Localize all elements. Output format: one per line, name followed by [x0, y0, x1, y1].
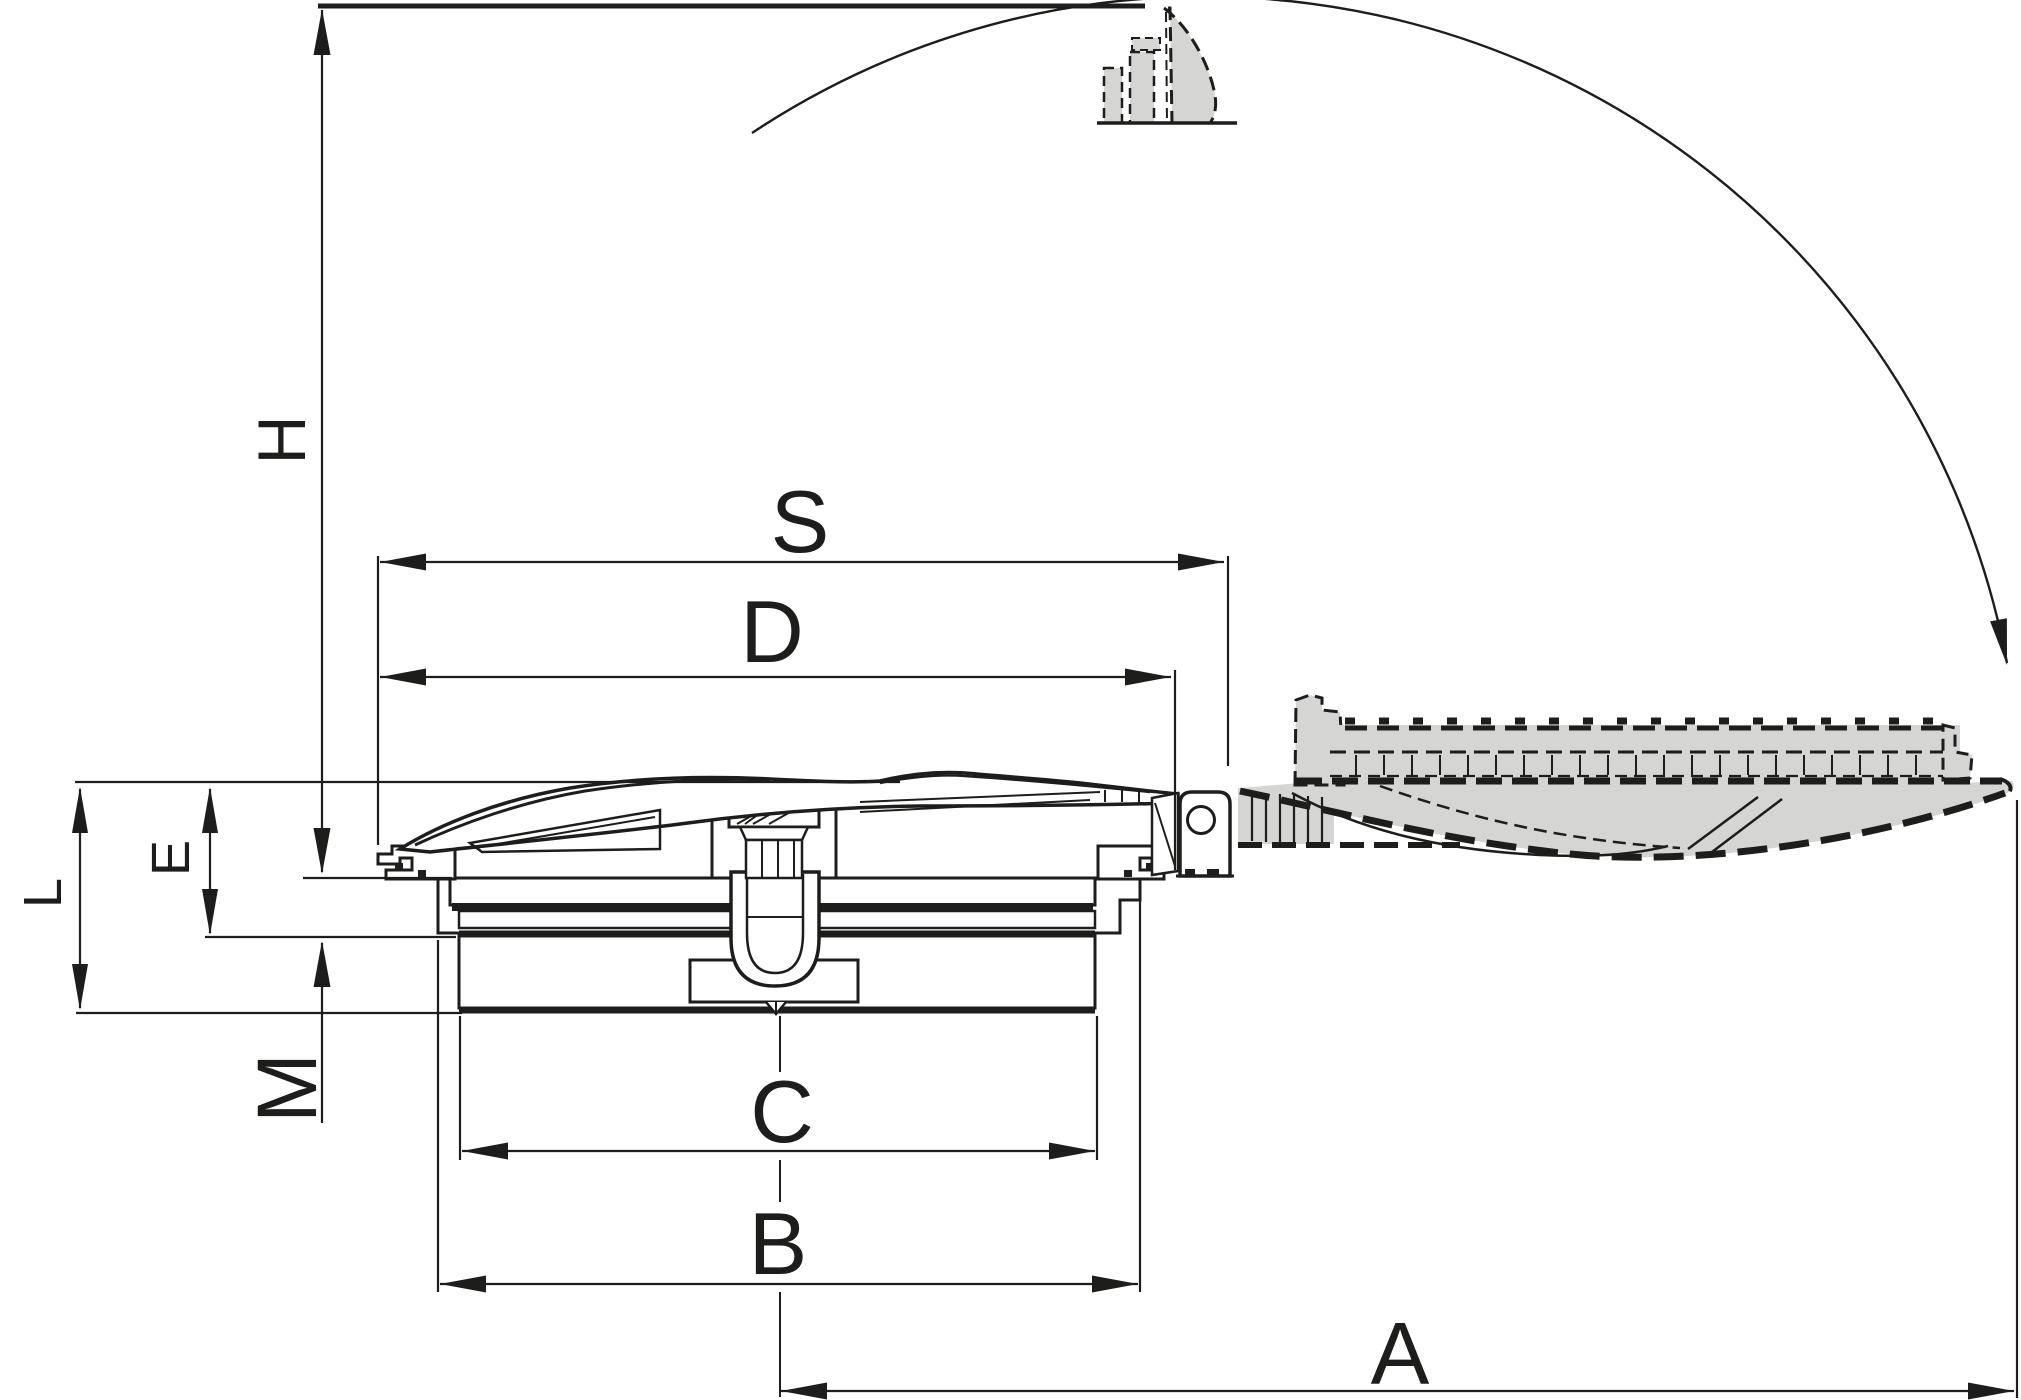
- closed-hatch-section: [376, 770, 1234, 1016]
- open-lid-dome: [1240, 781, 2014, 858]
- dimension-S: S: [376, 472, 1230, 845]
- dimension-label-c: C: [750, 1062, 814, 1161]
- dimension-label-s: S: [771, 472, 830, 571]
- dimension-label-h: H: [244, 415, 320, 464]
- dimension-label-d: D: [740, 582, 804, 681]
- dimension-label-a: A: [1371, 1304, 1430, 1400]
- dimension-label-l: L: [13, 878, 73, 908]
- lid-open-position: [1238, 693, 2014, 861]
- dimension-B: B: [436, 884, 1142, 1293]
- dimension-A: A: [781, 800, 2019, 1400]
- hinge-pin: [1186, 805, 1216, 835]
- dimension-C: C: [458, 1016, 1099, 1161]
- dimension-label-e: E: [141, 840, 201, 876]
- swing-arc: [751, 0, 2009, 665]
- reference-lines: [75, 3, 1145, 1397]
- dimension-D: D: [380, 582, 1177, 870]
- dimension-label-b: B: [749, 1194, 808, 1293]
- lid-vertical-position: [1097, 6, 1237, 125]
- dimension-L: L: [13, 787, 88, 1010]
- hatch-lid: [394, 770, 1180, 877]
- dimension-label-m: M: [240, 1053, 334, 1123]
- dimension-H: H: [244, 9, 331, 874]
- support-arm: [1291, 791, 1783, 858]
- swing-arc-arrowhead: [1990, 618, 2007, 665]
- open-lid-ribbed-panel: [1300, 725, 1960, 783]
- dimension-M: M: [240, 941, 334, 1123]
- hinge: [1178, 790, 1232, 878]
- locking-handle: [729, 870, 821, 988]
- dimension-E: E: [141, 787, 218, 935]
